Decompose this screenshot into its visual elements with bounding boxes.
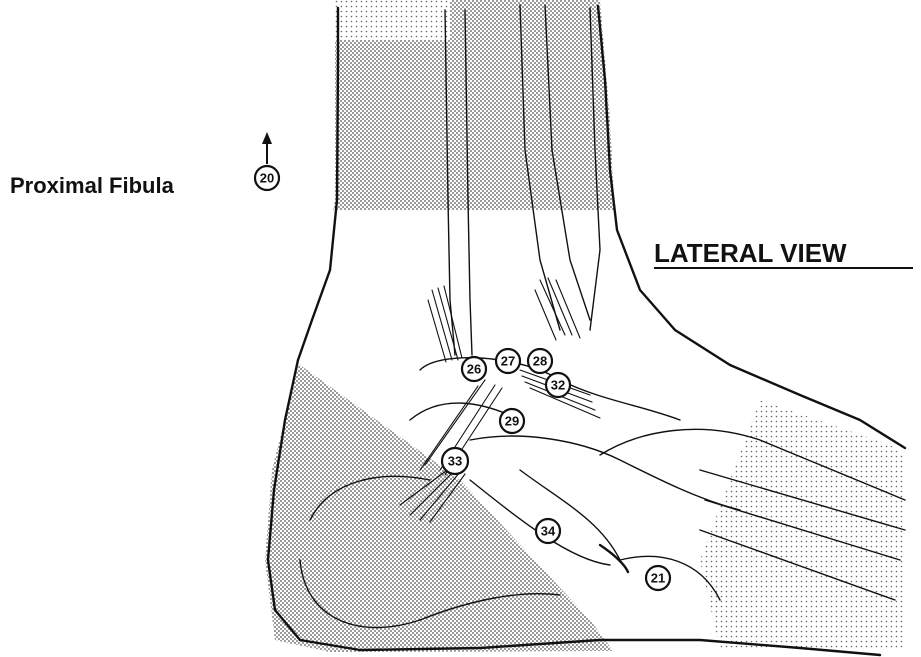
marker-28: 28 bbox=[533, 354, 547, 369]
proximal-fibula-label: Proximal Fibula bbox=[10, 173, 175, 198]
marker-26: 26 bbox=[467, 362, 481, 377]
proximal-fibula-group: Proximal Fibula 20 bbox=[10, 132, 279, 198]
marker-33: 33 bbox=[448, 454, 462, 469]
up-arrow-head-icon bbox=[262, 132, 272, 144]
view-title: LATERAL VIEW bbox=[654, 238, 847, 268]
marker-20: 20 bbox=[260, 171, 274, 186]
title-group: LATERAL VIEW bbox=[654, 238, 913, 268]
marker-21: 21 bbox=[651, 571, 665, 586]
marker-34: 34 bbox=[541, 524, 556, 539]
marker-29: 29 bbox=[505, 414, 519, 429]
stippled-shading bbox=[260, 0, 905, 657]
marker-27: 27 bbox=[501, 354, 515, 369]
marker-32: 32 bbox=[551, 378, 565, 393]
